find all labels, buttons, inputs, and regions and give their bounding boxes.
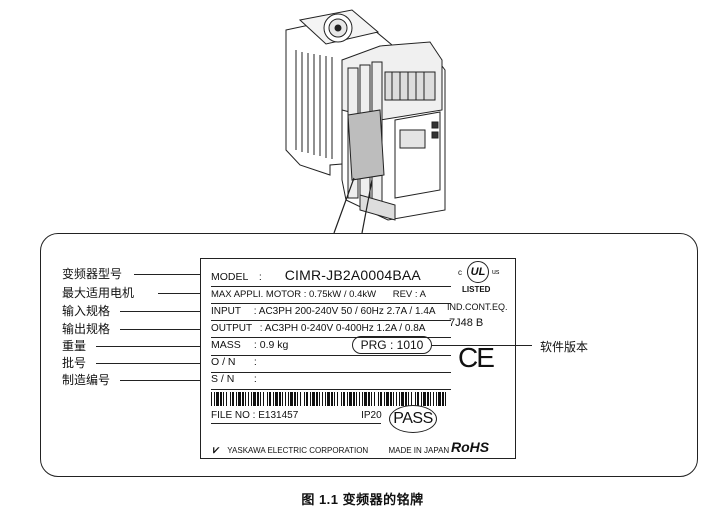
- leader-prg: [432, 345, 532, 346]
- rev-text: REV : A: [392, 289, 426, 300]
- mass-key: MASS: [211, 339, 241, 351]
- model-value: CIMR-JB2A0004BAA: [284, 267, 421, 283]
- mass-row: MASS : 0.9 kg: [211, 339, 288, 352]
- callout-frame: [40, 233, 698, 477]
- label-software-version: 软件版本: [540, 340, 589, 354]
- on-value: :: [253, 356, 257, 368]
- sn-key: S / N: [211, 373, 235, 385]
- max-motor-text: MAX APPLI. MOTOR : 0.75kW / 0.4kW: [211, 289, 377, 300]
- output-key: OUTPUT: [211, 323, 253, 334]
- label-model: 变频器型号: [62, 267, 123, 281]
- pass-stamp: PASS: [389, 405, 437, 433]
- mass-value: : 0.9 kg: [253, 339, 289, 351]
- made-in-text: MADE IN JAPAN: [388, 446, 450, 455]
- label-serial: 制造编号: [62, 373, 111, 387]
- figure-caption: 图 1.1 变频器的铭牌: [301, 492, 424, 507]
- ind-cont-eq-text: IND.CONT.EQ.: [447, 302, 508, 312]
- maker-text: YASKAWA ELECTRIC CORPORATION: [227, 446, 369, 455]
- maker-row: ⩗ YASKAWA ELECTRIC CORPORATION MADE IN J…: [213, 444, 449, 457]
- ul-us-text: us: [492, 269, 500, 276]
- leader-mass: [96, 346, 204, 347]
- divider: [211, 423, 381, 424]
- leader-lot: [96, 363, 204, 364]
- input-key: INPUT: [211, 306, 241, 317]
- input-row: INPUT : AC3PH 200-240V 50 / 60Hz 2.7A / …: [211, 305, 436, 318]
- model-colon: :: [258, 271, 262, 283]
- yaskawa-logo-icon: ⩗: [213, 444, 220, 456]
- leader-serial: [120, 380, 204, 381]
- divider: [211, 286, 451, 287]
- divider: [211, 303, 451, 304]
- nameplate: MODEL : CIMR-JB2A0004BAA MAX APPLI. MOTO…: [200, 258, 516, 459]
- label-input: 输入规格: [62, 304, 111, 318]
- divider: [211, 372, 451, 373]
- ul-icon: UL: [467, 261, 489, 283]
- leader-model: [134, 274, 204, 275]
- sn-row: S / N :: [211, 373, 257, 386]
- model-key: MODEL: [211, 271, 248, 283]
- code-text: 7J48 B: [449, 317, 484, 329]
- label-lot: 批号: [62, 356, 87, 370]
- sn-value: :: [253, 373, 257, 385]
- output-value: : AC3PH 0-240V 0-400Hz 1.2A / 0.8A: [259, 323, 426, 334]
- leader-output: [120, 329, 204, 330]
- on-key: O / N: [211, 356, 236, 368]
- file-no: FILE NO : E131457: [211, 410, 299, 421]
- divider: [211, 355, 451, 356]
- file-row: FILE NO : E131457 IP20: [211, 409, 382, 422]
- prg-version-box: PRG : 1010: [352, 336, 432, 354]
- divider: [211, 320, 451, 321]
- divider: [211, 337, 451, 338]
- rohs-mark: RoHS: [451, 439, 490, 455]
- input-value: : AC3PH 200-240V 50 / 60Hz 2.7A / 1.4A: [253, 306, 436, 317]
- label-output: 输出规格: [62, 322, 111, 336]
- leader-input: [120, 311, 204, 312]
- on-row: O / N :: [211, 356, 257, 369]
- output-row: OUTPUT : AC3PH 0-240V 0-400Hz 1.2A / 0.8…: [211, 322, 425, 335]
- leader-max-motor: [158, 293, 204, 294]
- ul-c-text: c: [458, 268, 462, 277]
- divider: [211, 389, 451, 390]
- model-row: MODEL : CIMR-JB2A0004BAA: [211, 267, 421, 284]
- barcode: [211, 392, 446, 406]
- ip-rating: IP20: [361, 410, 382, 421]
- ce-mark: CE: [458, 342, 495, 373]
- label-max-motor: 最大适用电机: [62, 286, 135, 300]
- max-row: MAX APPLI. MOTOR : 0.75kW / 0.4kW REV : …: [211, 288, 426, 301]
- label-mass: 重量: [62, 339, 87, 353]
- listed-text: LISTED: [462, 285, 491, 294]
